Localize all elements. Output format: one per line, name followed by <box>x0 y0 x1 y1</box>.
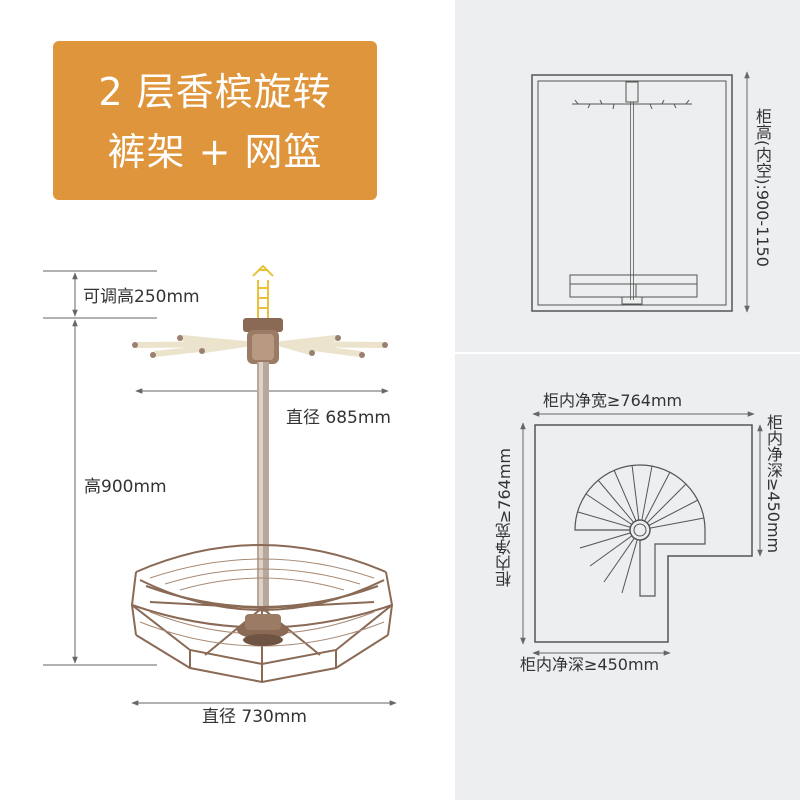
cabinet-front-view <box>531 74 733 312</box>
right-panel <box>455 0 800 800</box>
top-view-dimensions <box>520 411 763 656</box>
banner-title-line2: 裤架 + 网篮 <box>107 130 323 174</box>
adjust-arrow-icon <box>252 264 274 318</box>
wire-basket <box>130 544 394 684</box>
cabinet-depth-right-label: 柜内净深≥450mm <box>764 414 783 554</box>
panel-divider <box>455 352 800 354</box>
cabinet-top-view <box>534 424 753 643</box>
adjustable-height-label: 可调高250mm <box>83 287 200 307</box>
cabinet-width-top-label: 柜内净宽≥764mm <box>543 391 683 410</box>
rotating-rack-illustration <box>130 264 394 684</box>
product-title-banner: 2 层香槟旋转 裤架 + 网篮 <box>53 41 377 200</box>
banner-title-line1: 2 层香槟旋转 <box>98 70 332 114</box>
hanger-tips <box>132 335 388 358</box>
basket-diameter-label: 直径 730mm <box>202 707 307 727</box>
cabinet-width-left-label: 柜内净宽≥764mm <box>495 448 514 588</box>
cabinet-depth-bottom-label: 柜内净深≥450mm <box>520 655 660 674</box>
hanger-arms <box>134 335 386 357</box>
dimension-lines <box>43 270 397 706</box>
height-label: 高900mm <box>84 477 167 497</box>
cabinet-height-label: 柜高(内空):900-1150 <box>753 108 772 267</box>
top-diameter-label: 直径 685mm <box>286 408 391 428</box>
